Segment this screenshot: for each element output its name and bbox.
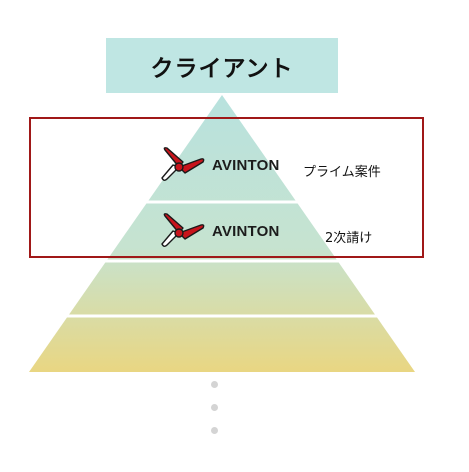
avinton-logo-icon bbox=[161, 147, 205, 181]
avinton-highlight-frame bbox=[29, 117, 424, 258]
continuation-dot bbox=[211, 404, 218, 411]
tier-1-brand: AVINTON bbox=[157, 145, 280, 185]
client-box: クライアント bbox=[106, 38, 338, 93]
avinton-logo-icon bbox=[161, 213, 205, 247]
client-title: クライアント bbox=[150, 55, 294, 82]
continuation-dot bbox=[211, 427, 218, 434]
brand-name: AVINTON bbox=[212, 156, 280, 174]
continuation-dot bbox=[211, 381, 218, 388]
tier-2-brand: AVINTON bbox=[157, 211, 280, 251]
tier-2-label: 2次請け bbox=[325, 231, 373, 246]
pyramid-shape bbox=[29, 95, 415, 372]
tier-1-label: プライム案件 bbox=[303, 165, 381, 180]
brand-name: AVINTON bbox=[212, 222, 280, 240]
